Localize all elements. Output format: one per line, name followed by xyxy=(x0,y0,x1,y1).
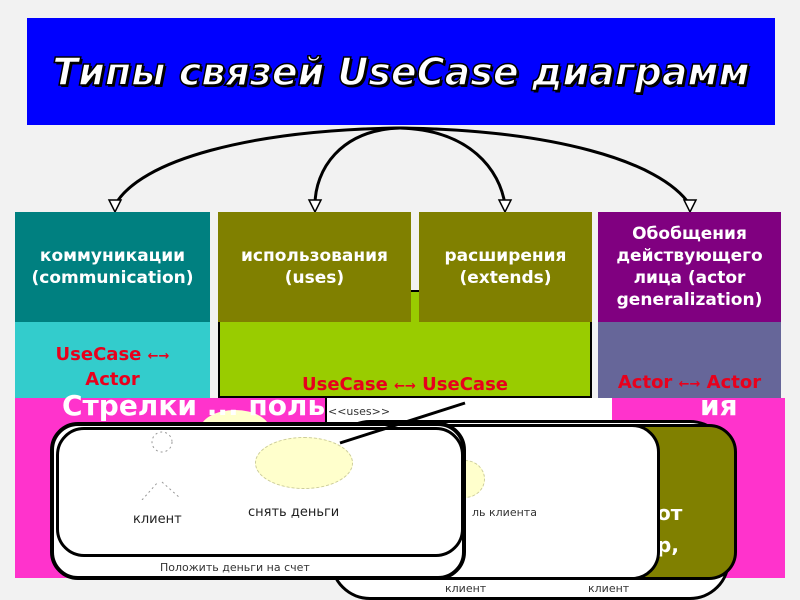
type-communication: коммуникации (communication) xyxy=(15,212,210,322)
connector-arrows xyxy=(107,126,698,214)
type-uses: использования (uses) xyxy=(218,212,411,322)
pink-heading-right: ия xyxy=(700,389,738,422)
middle-usecase-label: ль клиента xyxy=(472,506,537,519)
usecase-usecase-relation: UseCase ←→ UseCase xyxy=(301,374,508,395)
back-actor-label-1: клиент xyxy=(445,582,487,595)
type-actor-generalization: Обобщения действующего лица (actor gener… xyxy=(598,212,781,322)
bottom-usecase-label: Положить деньги на счет xyxy=(160,561,310,574)
arrow-communication xyxy=(113,126,401,206)
pink-heading-left: Стрелки ... поль xyxy=(62,389,326,422)
actor-icon xyxy=(141,431,181,500)
actor-label: клиент xyxy=(133,512,182,527)
arrowhead-extends xyxy=(497,199,513,214)
front-inner-card xyxy=(56,427,464,557)
communication-relation: UseCase ←→Actor xyxy=(15,322,210,398)
arrowhead-generalization xyxy=(682,199,698,214)
association-line xyxy=(339,401,466,445)
back-actor-label-2: клиент xyxy=(588,582,630,595)
uses-stereotype: <<uses>> xyxy=(328,405,391,418)
type-extends: расширения (extends) xyxy=(419,212,592,322)
arrow-uses xyxy=(313,126,401,206)
page-title: Типы связей UseCase диаграмм xyxy=(52,49,751,95)
title-banner: Типы связей UseCase диаграмм xyxy=(27,18,775,125)
arrowhead-uses xyxy=(307,199,323,214)
arrow-generalization xyxy=(399,126,692,206)
usecase-label: снять деньги xyxy=(248,505,340,520)
usecase-ellipse xyxy=(255,437,353,489)
actor-generalization-relation: Actor ←→ Actor xyxy=(598,322,781,398)
arrowhead-communication xyxy=(107,199,123,214)
arrow-extends xyxy=(399,126,507,206)
